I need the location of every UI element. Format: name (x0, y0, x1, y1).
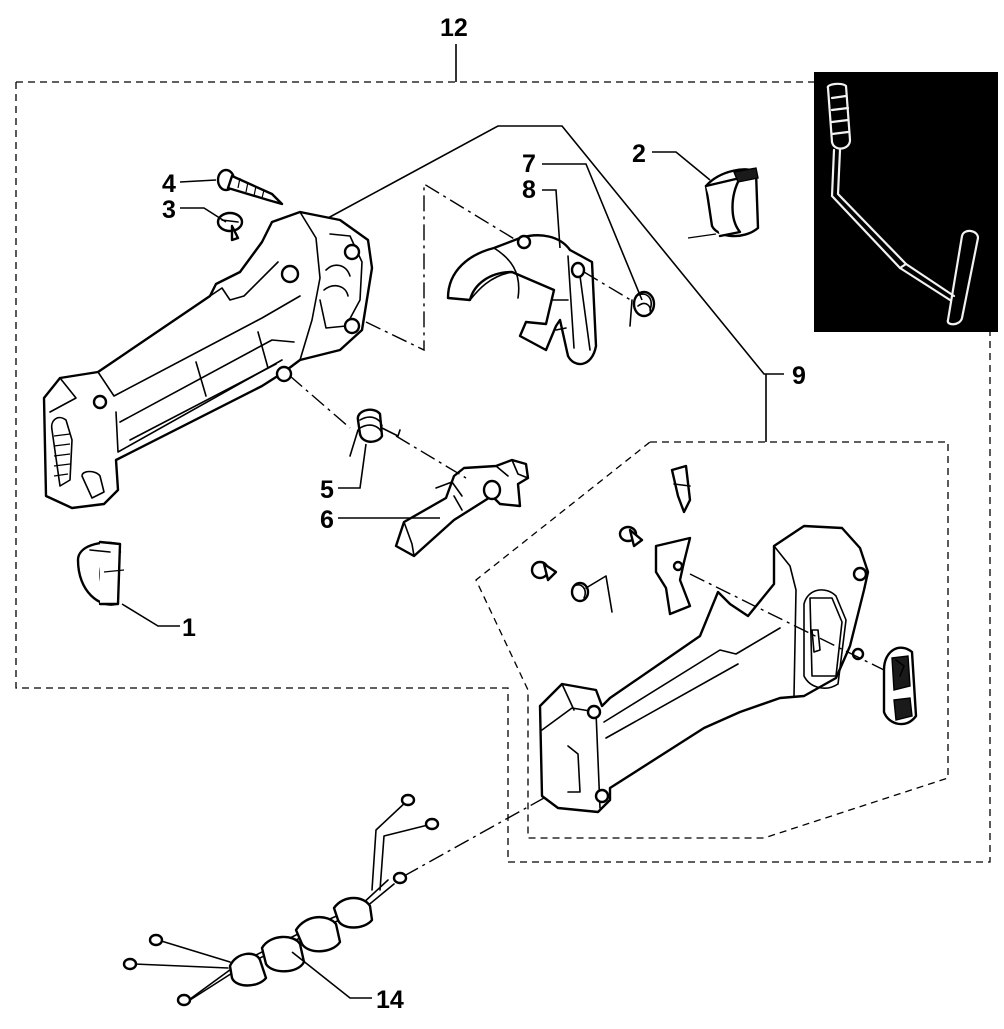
small-spring (570, 575, 613, 613)
label-1: 1 (182, 614, 196, 642)
switch-contact-clip (670, 464, 692, 514)
label-8: 8 (522, 176, 536, 204)
switch-knob (882, 646, 918, 726)
handle-housing-left (42, 210, 374, 510)
part-14-wire-harness (122, 793, 440, 1007)
contact-plate (654, 536, 692, 616)
label-9: 9 (792, 362, 806, 390)
part-4-screw (216, 168, 284, 206)
label-7: 7 (522, 150, 536, 178)
leader-1 (121, 603, 180, 627)
label-3: 3 (162, 196, 176, 224)
handle-assembly-thumbnail-icon (826, 82, 980, 326)
alignment-line-switch (689, 573, 885, 671)
label-14: 14 (376, 986, 404, 1014)
leader-8 (542, 189, 561, 249)
part-7-spring (629, 290, 656, 327)
label-12: 12 (440, 14, 468, 42)
inset-thumbnail (814, 72, 998, 332)
handle-housing-right (538, 524, 870, 814)
part-5-spring (349, 408, 401, 457)
assembly-12-boundary (15, 81, 991, 863)
label-2: 2 (632, 140, 646, 168)
leader-4 (179, 179, 217, 183)
label-4: 4 (162, 170, 176, 198)
assembly-9-boundary (475, 441, 949, 839)
alignment-line-harness (403, 797, 545, 877)
small-screw-a (618, 525, 644, 548)
alignment-line-trigger (289, 375, 467, 479)
leader-2 (652, 151, 711, 181)
small-screw-b (530, 560, 558, 582)
leader-9 (327, 125, 784, 442)
part-1-bushing (76, 540, 125, 606)
part-2-bushing (687, 167, 760, 239)
part-3-screw (216, 211, 244, 242)
label-5: 5 (320, 476, 334, 504)
leader-7 (542, 163, 643, 301)
part-6-trigger (394, 458, 530, 558)
leader-5 (338, 443, 367, 489)
part-8-lockout-lever (446, 234, 598, 366)
alignment-line-lever (365, 182, 635, 352)
leader-3 (180, 207, 227, 223)
label-6: 6 (320, 506, 334, 534)
leader-14 (291, 951, 372, 999)
